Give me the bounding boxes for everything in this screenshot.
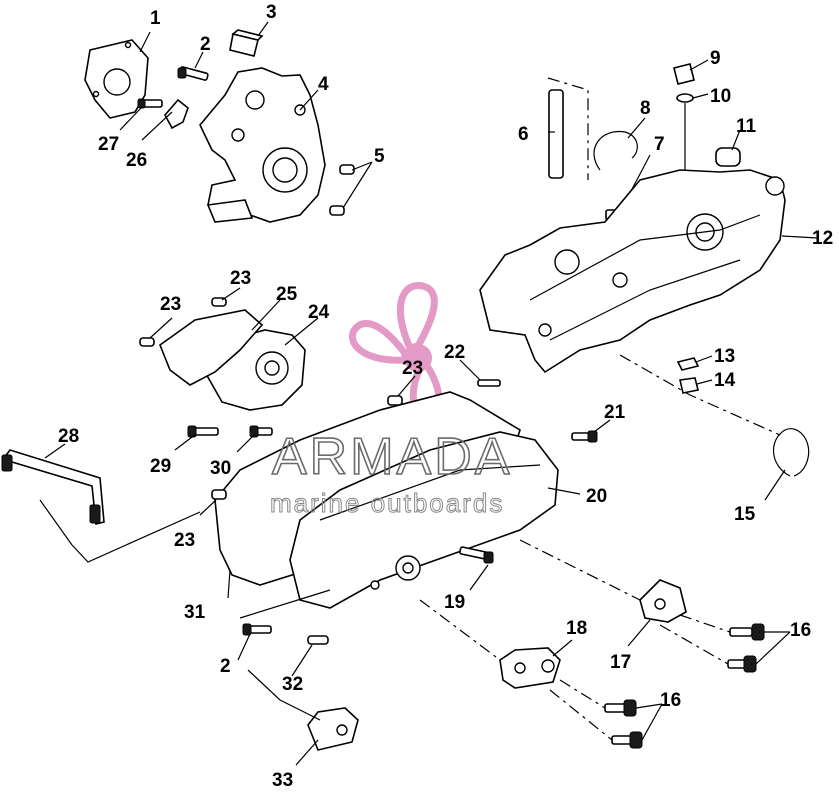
callout-18: 18	[566, 618, 587, 639]
callout-3: 3	[266, 2, 277, 23]
bolt-part-16-lower-a	[604, 699, 637, 717]
callout-2-top: 2	[200, 34, 211, 55]
callout-14: 14	[714, 370, 736, 391]
callout-16-upper: 16	[790, 620, 811, 641]
callout-5: 5	[374, 146, 385, 167]
bolt-part-16-lower-b	[611, 731, 643, 749]
callout-1: 1	[150, 8, 161, 29]
callout-33: 33	[272, 770, 293, 791]
callout-4: 4	[318, 74, 329, 95]
gasket-plate-part-1	[84, 39, 149, 119]
pin-part-32	[307, 635, 329, 645]
large-circlip-part-15	[772, 428, 810, 477]
callout-27: 27	[98, 134, 119, 155]
callout-21: 21	[604, 402, 626, 423]
bracket-part-33	[307, 707, 359, 751]
screw-part-22	[477, 379, 501, 387]
callout-9: 9	[710, 48, 721, 69]
bolt-part-21	[571, 430, 598, 443]
dowel-pin-part-5	[329, 164, 355, 216]
bolt-part-19	[459, 546, 494, 564]
callout-16-lower: 16	[660, 690, 681, 711]
callout-15: 15	[734, 504, 756, 525]
callout-12: 12	[812, 228, 833, 249]
bolt-part-29	[187, 425, 219, 438]
callout-32: 32	[282, 674, 303, 695]
callout-6: 6	[518, 124, 529, 145]
shaft-part-6	[548, 89, 564, 179]
dowel-pin-part-23-a	[139, 337, 155, 347]
block-part-3	[229, 29, 264, 57]
cover-plate-part-17	[639, 579, 687, 623]
callout-22: 22	[444, 342, 465, 363]
callout-13: 13	[714, 346, 735, 367]
crankcase-housing-part-12	[479, 169, 786, 374]
rod-bracket-part-28	[1, 449, 105, 525]
dowel-pin-part-23-d	[211, 489, 227, 500]
callout-17: 17	[610, 652, 631, 673]
watermark-tagline: marine outboards	[270, 488, 504, 518]
bolt-part-16-upper-a	[729, 623, 765, 641]
callout-19: 19	[444, 592, 465, 613]
bolt-part-30	[249, 425, 273, 438]
callout-26: 26	[126, 150, 147, 171]
bolt-part-16-upper-b	[727, 655, 757, 673]
callout-23-b: 23	[160, 294, 181, 315]
callout-23-d: 23	[174, 530, 195, 551]
callout-25: 25	[276, 284, 298, 305]
drain-plug-part-9	[673, 63, 695, 85]
plug-part-14	[679, 377, 699, 394]
cover-plate-part-18	[499, 647, 561, 689]
propeller-logo-icon	[349, 282, 443, 418]
dowel-pin-part-23-c	[387, 395, 403, 406]
bolt-part-2-top	[177, 66, 209, 81]
crankcase-half-part-4	[199, 67, 326, 223]
gasket-part-25	[159, 309, 264, 386]
callout-28: 28	[58, 426, 79, 447]
callout-29: 29	[150, 456, 171, 477]
circlip-part-8	[593, 130, 638, 171]
transmission-cover-part-20	[289, 431, 559, 609]
callout-31: 31	[184, 602, 206, 623]
callout-23-a: 23	[230, 268, 251, 289]
callout-7: 7	[654, 134, 665, 155]
bolt-part-2-lower	[242, 623, 272, 636]
callout-30: 30	[210, 458, 231, 479]
washer-part-13	[676, 357, 700, 371]
watermark-brand: ARMADA	[272, 428, 512, 486]
callout-23-c: 23	[402, 358, 423, 379]
callout-11: 11	[736, 116, 757, 137]
bushing-part-11	[715, 147, 741, 167]
bracket-part-26	[164, 98, 189, 130]
callout-10: 10	[710, 86, 731, 107]
callout-2-lower: 2	[220, 656, 231, 677]
callout-8: 8	[640, 98, 651, 119]
callout-24: 24	[308, 302, 330, 323]
bolt-part-27	[137, 98, 163, 109]
callout-20: 20	[586, 486, 607, 507]
washer-part-10	[676, 93, 694, 103]
